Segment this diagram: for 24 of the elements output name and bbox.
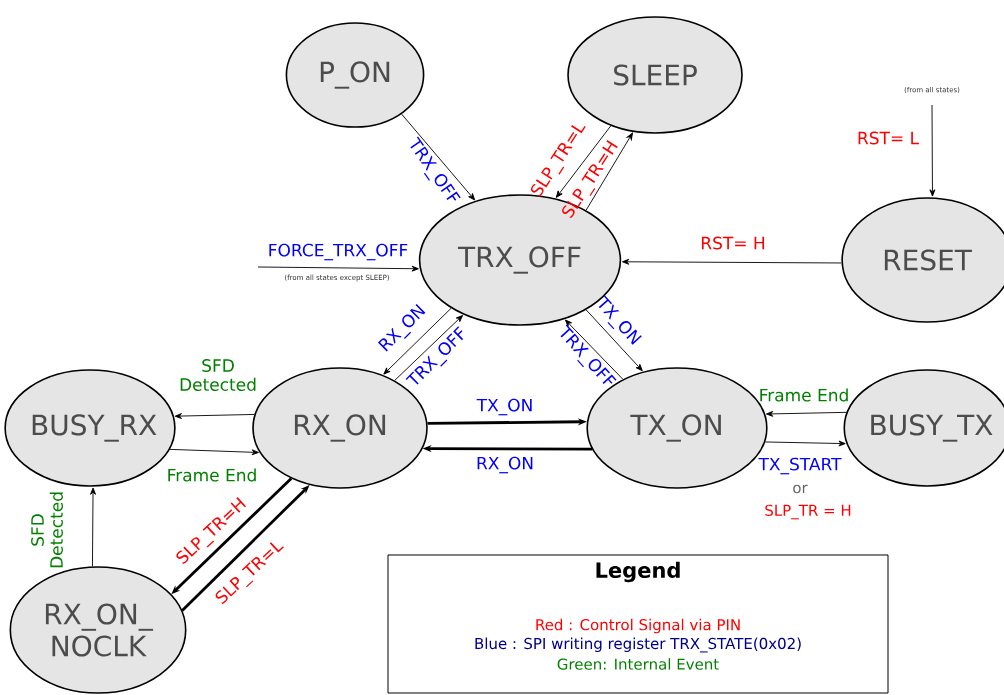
- arrow: [764, 440, 846, 447]
- note-text: or: [793, 484, 808, 494]
- arrow: [257, 265, 419, 272]
- arrow: [564, 319, 624, 380]
- edge-label: RST= L: [858, 131, 919, 145]
- arrow: [765, 410, 847, 417]
- arrow: [169, 448, 259, 456]
- edge-label: TX_ON: [476, 398, 532, 416]
- arrow: [585, 132, 633, 211]
- arrow: [621, 258, 842, 265]
- arrow: [174, 413, 255, 419]
- arrow: [555, 125, 612, 198]
- edge-label: RST= H: [701, 236, 765, 250]
- arrow: [929, 104, 936, 197]
- edge-label: FORCE_TRX_OFF: [269, 243, 408, 261]
- arrow: [401, 113, 476, 201]
- note-text: SLP_TR = H: [765, 504, 851, 520]
- arrow: [90, 487, 96, 567]
- arrow: [585, 309, 643, 372]
- legend-box: Legend Red : Control Signal via PIN Blue : SPI writing register TRX_STATE(0x02) Green: Internal Event: [387, 554, 889, 694]
- edge-label: RX_ON: [477, 456, 533, 474]
- arrow: [383, 307, 452, 375]
- edge-label: SFD Detected: [31, 492, 63, 568]
- arrow: [394, 315, 464, 381]
